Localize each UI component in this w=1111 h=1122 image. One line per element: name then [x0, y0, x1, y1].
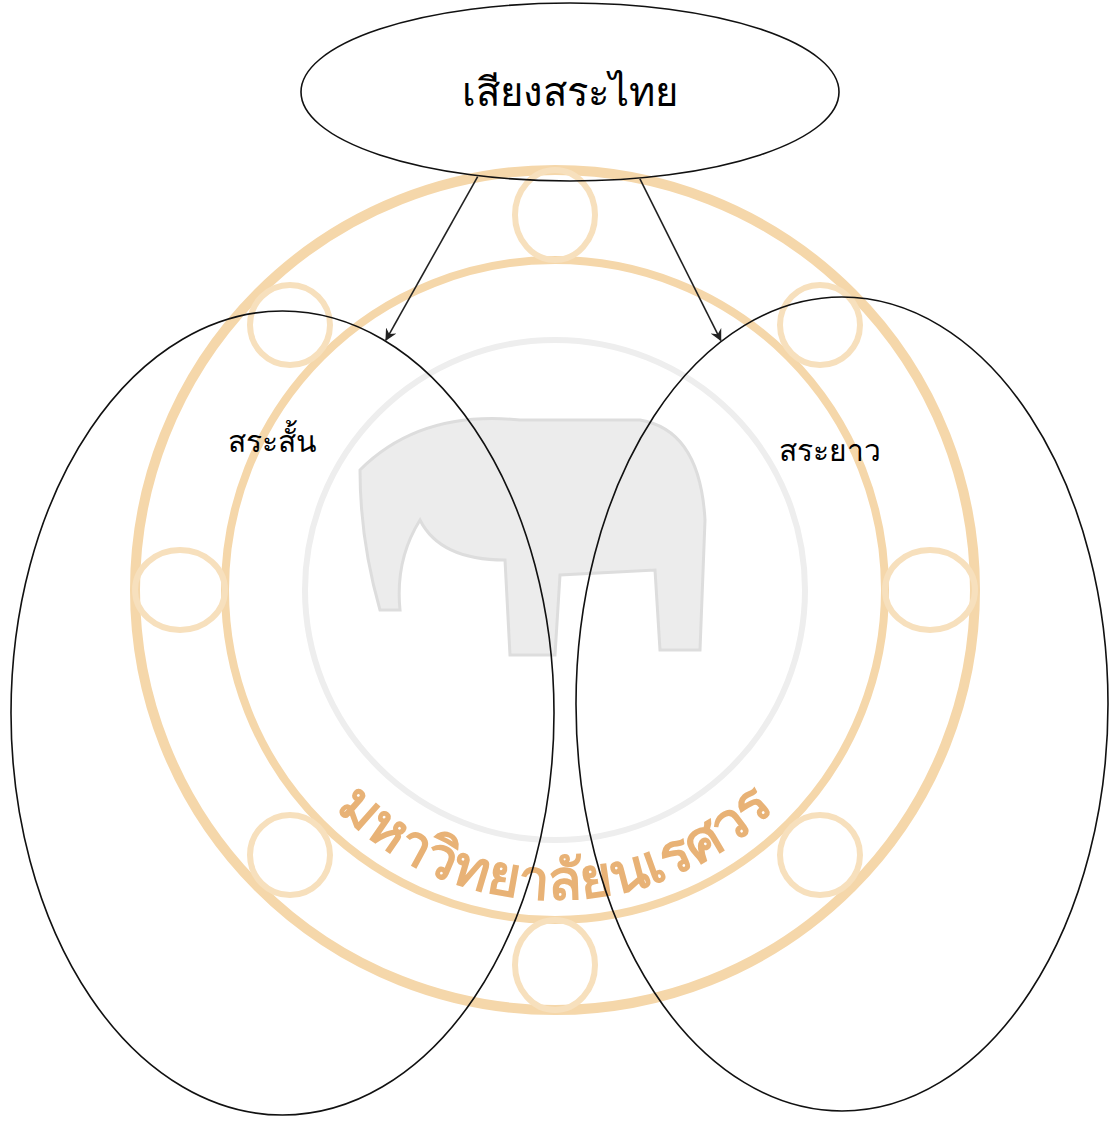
watermark-seal: [135, 170, 975, 1010]
category-ellipse: สระสั้น: [10, 310, 555, 1116]
watermark-text-path: มหาวิทยาลัยนเรศวร: [326, 770, 783, 913]
arrow-connector: [386, 177, 478, 341]
ellipse-path: [301, 3, 839, 181]
watermark-petals: [135, 170, 975, 1010]
watermark-elephant: [360, 419, 705, 655]
category-label: สระสั้น: [228, 422, 317, 461]
watermark-text: มหาวิทยาลัยนเรศวร: [326, 770, 783, 913]
title-ellipse: เสียงสระไทย: [300, 2, 840, 182]
category-ellipse: สระยาว: [575, 296, 1109, 1112]
title-text: เสียงสระไทย: [300, 66, 840, 118]
arrow-connector: [640, 179, 721, 341]
category-label: สระยาว: [779, 431, 881, 470]
ellipse-path: [576, 297, 1108, 1111]
ellipse-outline: [575, 296, 1109, 1112]
ellipse-path: [11, 311, 554, 1115]
